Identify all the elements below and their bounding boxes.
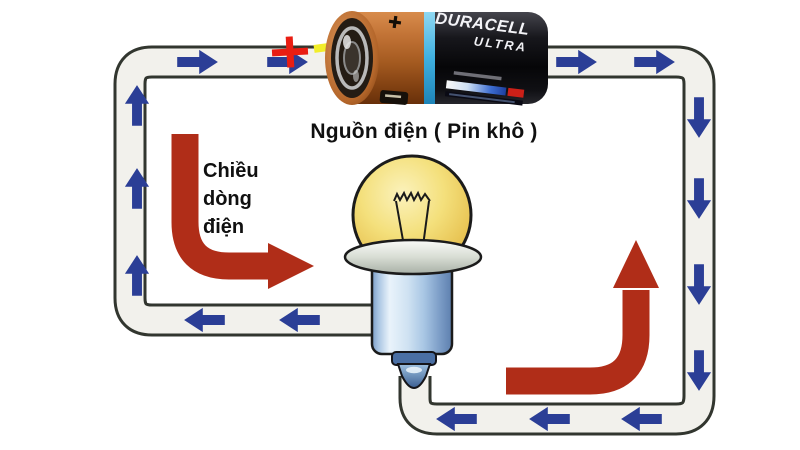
current-direction-line-2: dòng xyxy=(203,188,252,210)
positive-terminal-plus-sign xyxy=(271,36,309,68)
battery-end-glint2 xyxy=(353,70,359,82)
battery: DURACELL ULTRA xyxy=(325,9,548,106)
electron-flow-arrow-left xyxy=(621,406,662,432)
electron-flow-arrow-left xyxy=(529,406,570,432)
electron-flow-arrow-right xyxy=(177,49,218,75)
battery-end-hub xyxy=(343,41,361,75)
power-source-label: Nguồn điện ( Pin khô ) xyxy=(310,120,538,143)
battery-gauge-bar xyxy=(445,80,507,96)
bulb-socket xyxy=(370,260,454,356)
electron-flow-arrow-left xyxy=(436,406,477,432)
battery-fine-print xyxy=(453,71,502,81)
current-direction-line-3: điện xyxy=(203,216,245,238)
electron-flow-arrow-down xyxy=(686,178,712,219)
electron-flow-arrow-left xyxy=(184,307,225,333)
battery-model-text: ULTRA xyxy=(473,34,528,54)
electron-flow-arrow-down xyxy=(686,350,712,391)
battery-powercheck-logo xyxy=(379,90,409,105)
battery-end-ring xyxy=(335,26,369,90)
wire-right-loop xyxy=(398,45,716,436)
battery-gauge-red xyxy=(507,87,525,98)
battery-gauge-caption-text xyxy=(449,93,515,104)
current-direction-arrow-left xyxy=(171,134,314,289)
current-direction-label: Chiều dòng điện xyxy=(203,157,259,241)
current-direction-arrow-right xyxy=(506,240,659,395)
electron-flow-arrow-down xyxy=(686,264,712,305)
electron-flow-arrow-down xyxy=(686,97,712,138)
current-direction-line-1: Chiều xyxy=(203,160,259,182)
electron-flow-arrow-left xyxy=(279,307,320,333)
battery-plus-marking xyxy=(388,15,402,29)
bulb-flange xyxy=(343,238,483,276)
battery-end-glint xyxy=(343,35,351,49)
electron-flow-arrow-up xyxy=(124,168,150,209)
wire-left-loop xyxy=(113,45,380,337)
electron-flow-arrow-up xyxy=(124,85,150,126)
electron-flow-arrow-right xyxy=(556,49,597,75)
electron-flow-arrow-right xyxy=(634,49,675,75)
light-bulb xyxy=(343,154,483,390)
battery-stripe xyxy=(424,12,435,104)
electron-flow-arrow-up xyxy=(124,255,150,296)
bulb-tip-glint xyxy=(406,366,422,374)
terminal-spark-mark xyxy=(313,43,329,53)
